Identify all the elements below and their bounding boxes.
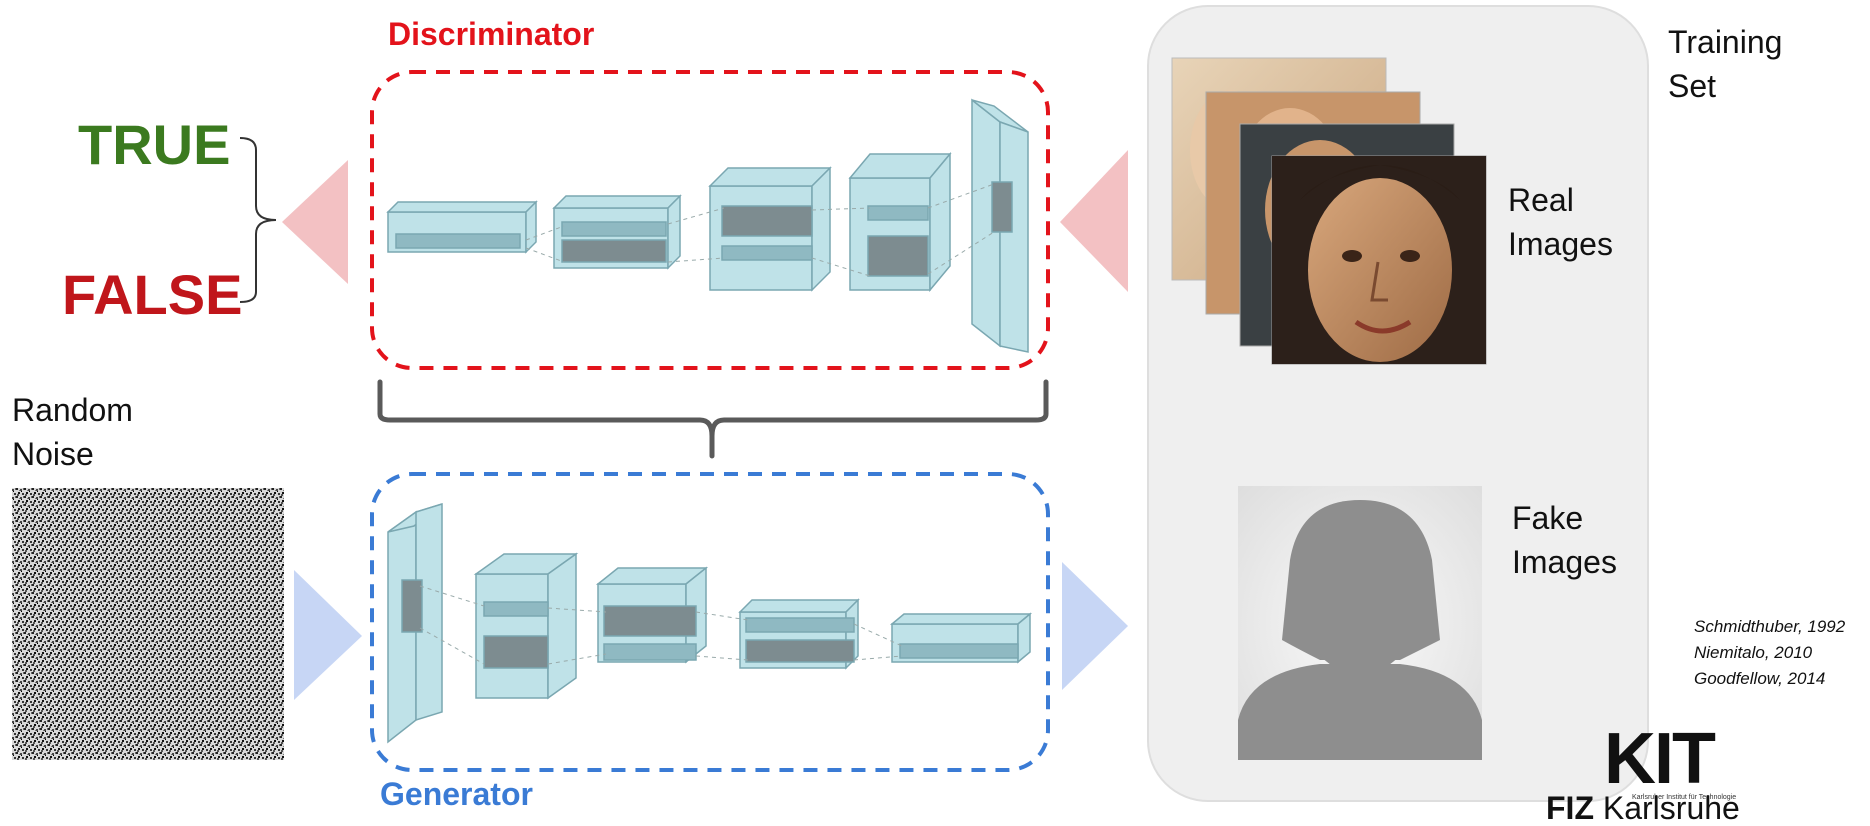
discriminator-box bbox=[370, 70, 1050, 370]
real-input-arrow bbox=[1060, 150, 1128, 292]
shared-training-brace bbox=[377, 379, 1049, 459]
discriminator-title: Discriminator bbox=[388, 16, 595, 52]
fiz-logo-text: Karlsruhe bbox=[1602, 790, 1740, 826]
face-illustration bbox=[1308, 178, 1452, 362]
fake-output-arrow bbox=[1062, 562, 1128, 690]
generator-box bbox=[370, 472, 1050, 772]
discriminator-layers bbox=[386, 98, 1029, 353]
citation: Niemitalo, 2010 bbox=[1694, 643, 1813, 662]
training-set-line-1: Training bbox=[1668, 24, 1783, 60]
noise-input-arrow bbox=[294, 570, 362, 700]
random-noise-label: Random Noise bbox=[12, 388, 133, 476]
kit-logo: KIT bbox=[1604, 719, 1716, 799]
citation: Goodfellow, 2014 bbox=[1694, 669, 1826, 688]
citation: Schmidthuber, 1992 bbox=[1694, 617, 1846, 636]
output-arrow bbox=[282, 160, 348, 284]
fiz-karlsruhe-logo: FIZ Karlsruhe bbox=[1546, 792, 1740, 824]
false-label: FALSE bbox=[62, 263, 243, 326]
true-false-brace bbox=[239, 137, 277, 303]
fake-images-label: Fake Images bbox=[1512, 496, 1617, 584]
generator-layers bbox=[387, 502, 1033, 744]
training-set-line-2: Set bbox=[1668, 68, 1717, 104]
fake-images-line-2: Images bbox=[1512, 544, 1617, 580]
true-label: TRUE bbox=[78, 113, 231, 176]
generator-title: Generator bbox=[380, 776, 533, 812]
fake-images-line-1: Fake bbox=[1512, 500, 1584, 536]
fake-image-silhouette bbox=[1238, 486, 1482, 760]
real-images-label: Real Images bbox=[1508, 178, 1613, 266]
random-noise-line-1: Random bbox=[12, 392, 133, 428]
fiz-logo-bold: FIZ bbox=[1546, 790, 1594, 826]
kit-logo-subtitle: Karlsruher Institut für Technologie bbox=[1632, 794, 1737, 801]
citations: Schmidthuber, 1992 Niemitalo, 2010 Goodf… bbox=[1694, 614, 1845, 692]
real-images-stack bbox=[1171, 57, 1487, 365]
real-images-line-1: Real bbox=[1508, 182, 1574, 218]
random-noise-line-2: Noise bbox=[12, 436, 94, 472]
training-set-label: Training Set bbox=[1668, 20, 1782, 108]
random-noise-image bbox=[12, 488, 284, 760]
real-images-line-2: Images bbox=[1508, 226, 1613, 262]
